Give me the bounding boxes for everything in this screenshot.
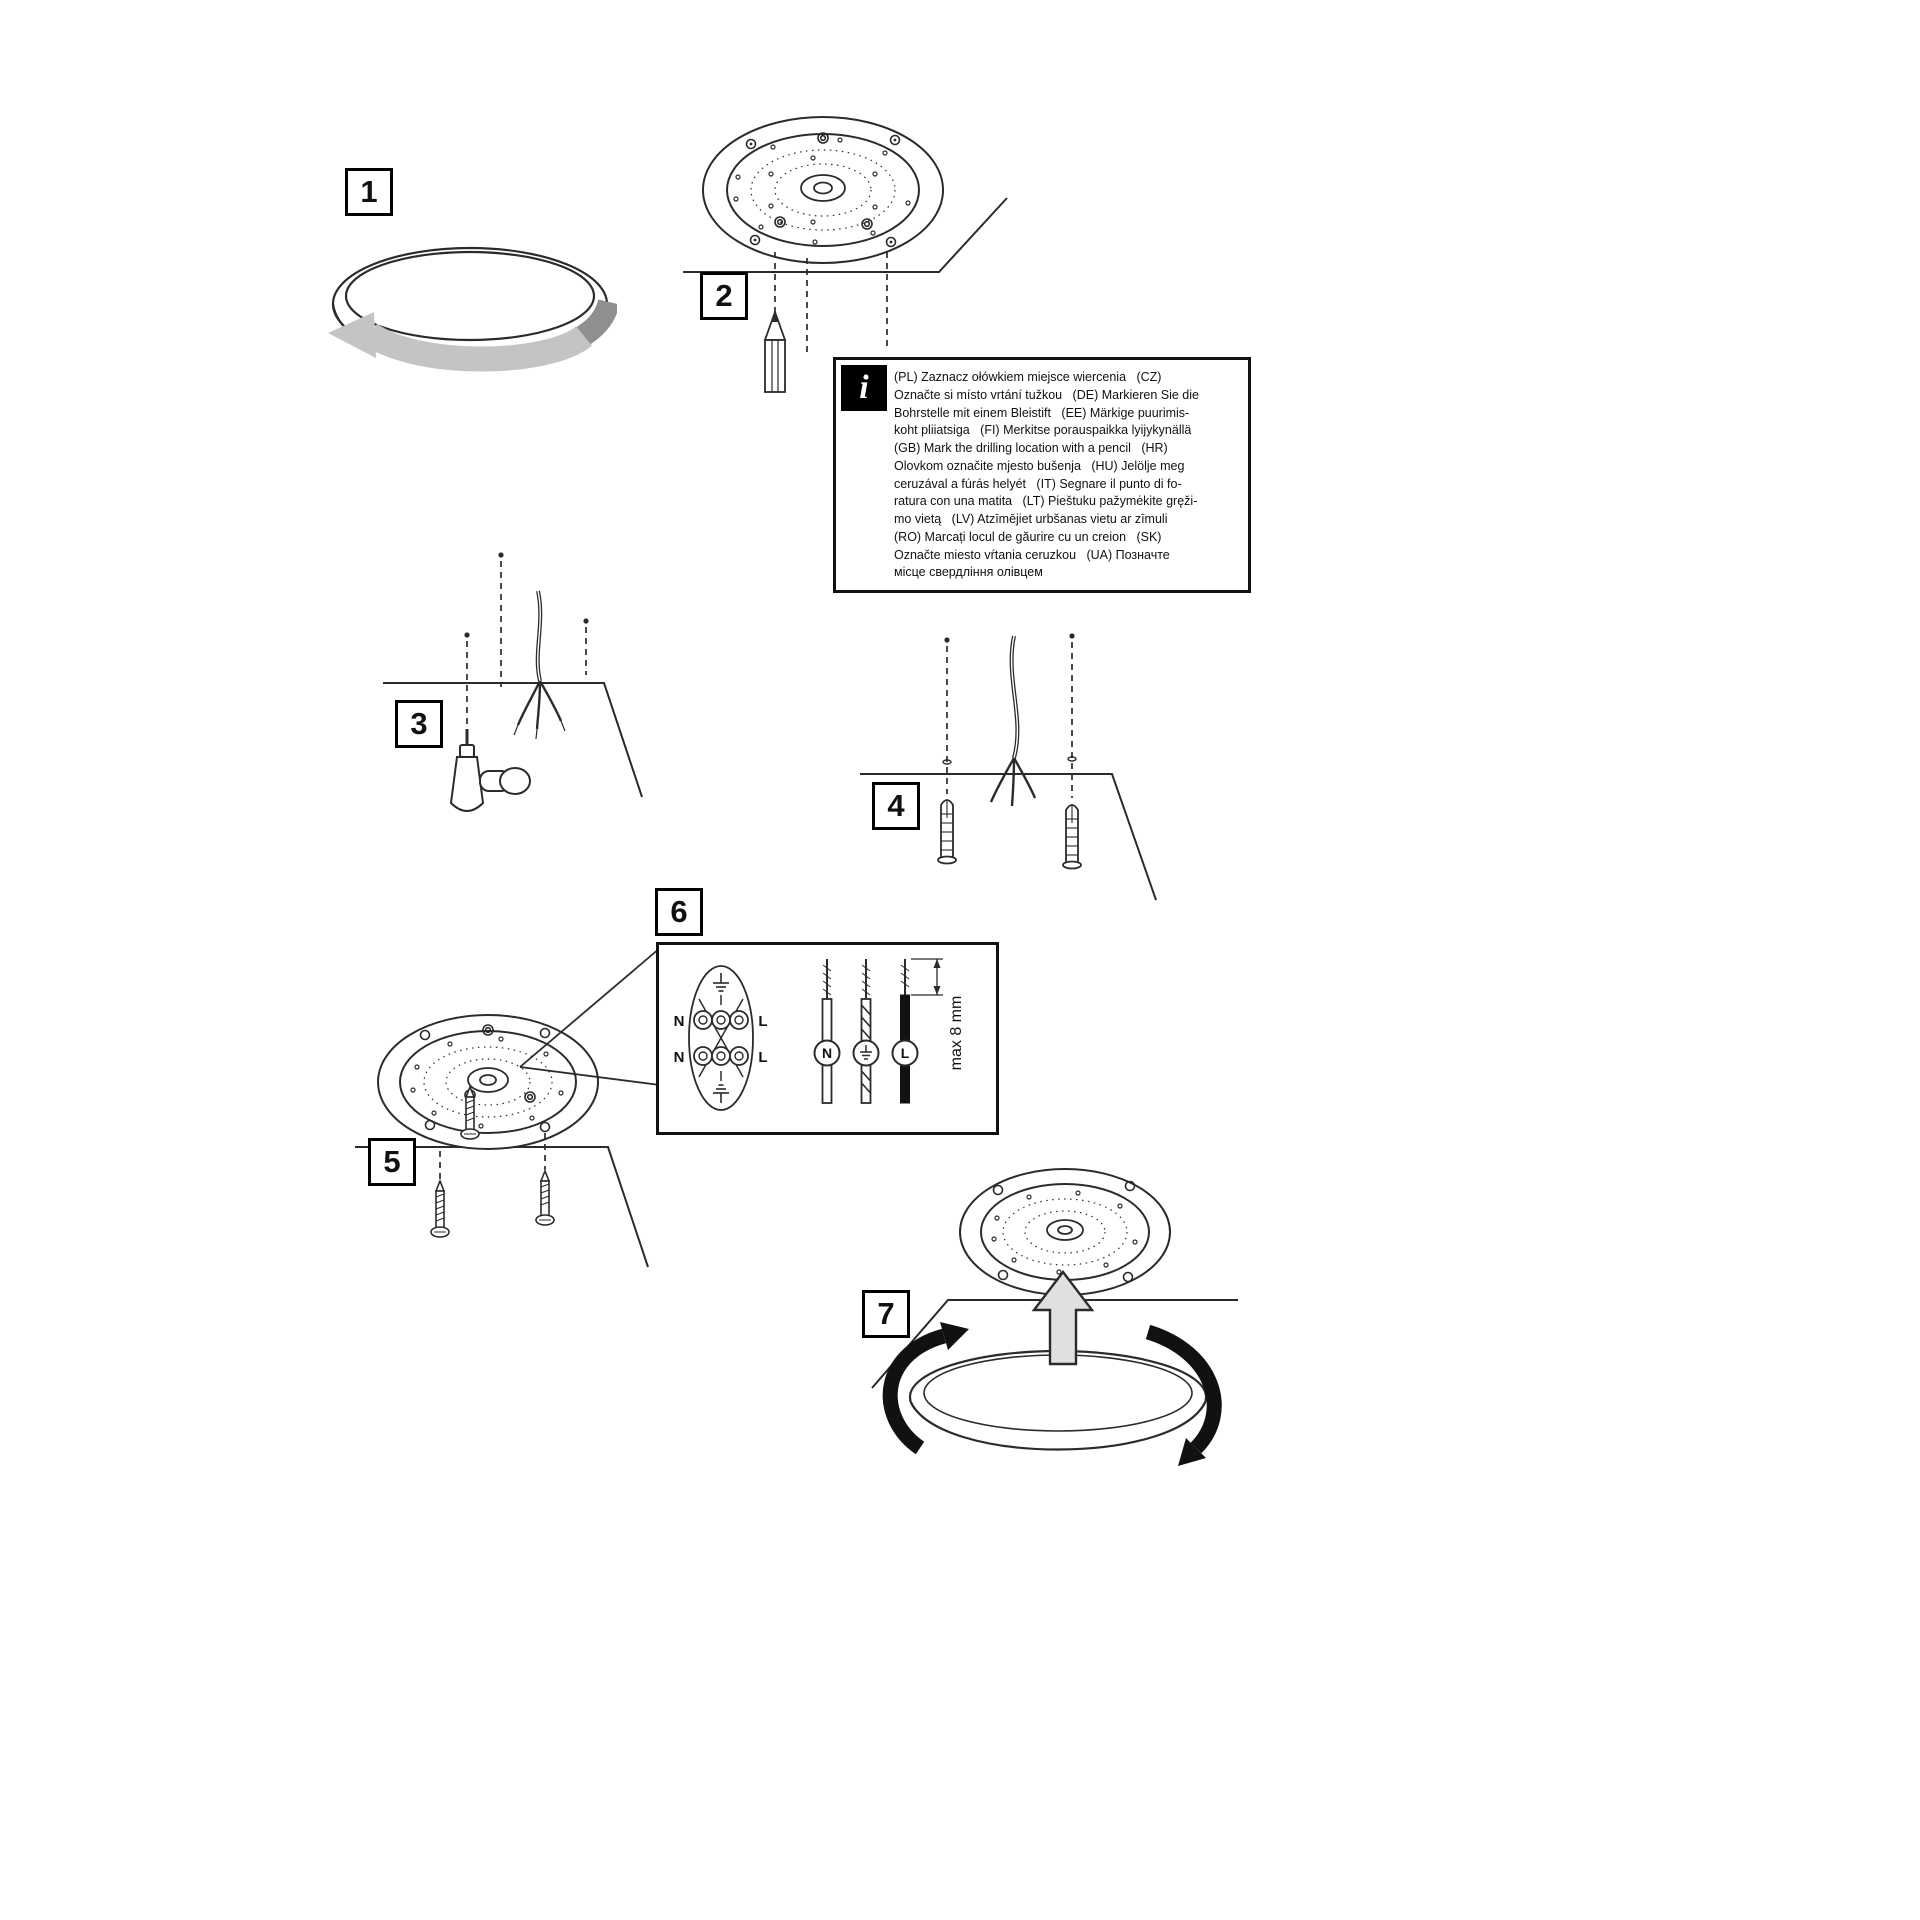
rotate-arrow-icon	[1145, 1324, 1222, 1466]
ceiling-corner-lines	[683, 197, 1008, 273]
terminal-block: N L N L	[674, 965, 768, 1111]
terminal-l-label: L	[758, 1049, 767, 1066]
step-6-label: 6	[655, 888, 703, 936]
drilled-holes	[942, 756, 1077, 765]
ceiling-cable	[989, 635, 1037, 807]
rotate-arrow-icon	[882, 1322, 969, 1455]
drill-guide-lines	[466, 561, 587, 728]
step-5-label: 5	[368, 1138, 416, 1186]
earth-wire	[860, 959, 872, 1104]
max-8mm-label: max 8 mm	[948, 996, 965, 1071]
info-box-text: (PL) Zaznacz ołówkiem miejsce wiercenia …	[894, 370, 1199, 580]
step-1-label: 1	[345, 168, 393, 216]
mark-drilling-illustration	[683, 116, 1008, 393]
info-icon: i	[841, 365, 887, 411]
push-up-arrow-icon	[1031, 1270, 1095, 1366]
callout-lines	[519, 947, 661, 1086]
neutral-badge	[813, 1039, 841, 1067]
screw-guide-lines	[439, 1133, 546, 1180]
screw-icon	[535, 1168, 555, 1226]
rotate-arrow-icon	[328, 298, 617, 372]
earth-symbol-icon	[860, 1045, 872, 1060]
marking-guide-lines	[774, 252, 888, 352]
drill-icon	[449, 729, 531, 812]
hole-marks	[944, 633, 1075, 643]
live-wire	[900, 959, 910, 1104]
step-4-label: 4	[872, 782, 920, 830]
neutral-wire	[821, 959, 833, 1104]
cover-rotate-illustration	[328, 246, 617, 372]
earth-badge	[852, 1039, 880, 1067]
ceiling-corner-lines	[383, 682, 643, 798]
pencil-marks	[464, 552, 589, 638]
step-7-label: 7	[862, 1290, 910, 1338]
strip-length-dimension: max 8 mm	[911, 958, 965, 1071]
neutral-badge-label: N	[822, 1045, 832, 1061]
plug-guide-lines	[946, 642, 1073, 798]
mounting-plate	[702, 116, 944, 264]
terminal-n-label: N	[674, 1049, 685, 1066]
pencil-icon	[763, 309, 787, 393]
ceiling-corner-lines	[860, 773, 1157, 901]
screw-icon	[460, 1084, 480, 1140]
ceiling-corner-lines	[355, 1146, 649, 1268]
wall-plugs-illustration	[860, 633, 1157, 901]
ceiling-cable	[513, 590, 566, 740]
wiring-diagram-box: N L N L	[656, 942, 999, 1135]
earth-symbol-icon	[713, 1084, 729, 1103]
live-badge	[891, 1039, 919, 1067]
wiring-diagram: N L N L	[674, 958, 965, 1111]
earth-symbol-icon	[713, 973, 729, 992]
wall-plug-icon	[937, 799, 957, 865]
cover-mounting-illustration	[871, 1168, 1238, 1466]
terminal-n-label: N	[674, 1013, 685, 1030]
live-badge-label: L	[901, 1045, 910, 1061]
step-2-label: 2	[700, 272, 748, 320]
lamp-cover	[908, 1349, 1208, 1451]
info-box: i (PL) Zaznacz ołówkiem miejsce wierceni…	[833, 357, 1251, 593]
step-3-label: 3	[395, 700, 443, 748]
drilling-illustration	[383, 552, 643, 812]
mounting-plate	[959, 1168, 1171, 1296]
terminal-l-label: L	[758, 1013, 767, 1030]
screw-icon	[430, 1178, 450, 1238]
wall-plug-icon	[1062, 804, 1082, 870]
